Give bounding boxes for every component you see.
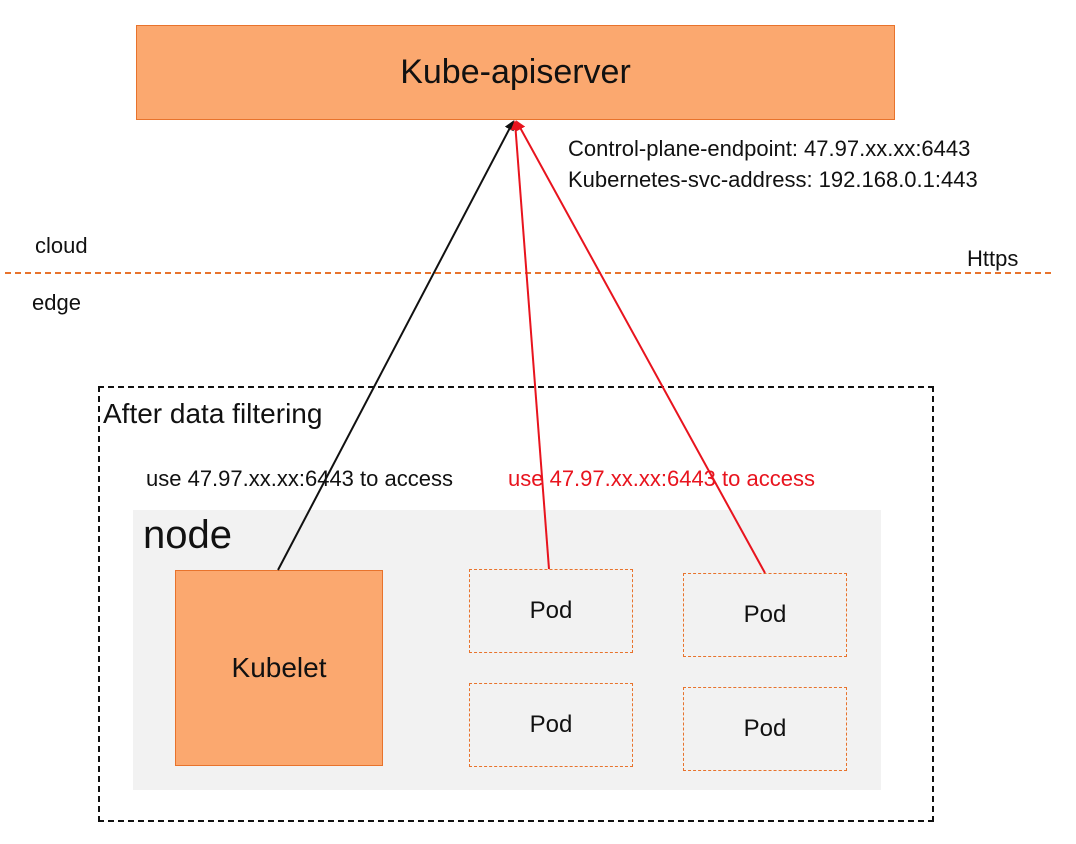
pod-box: Pod xyxy=(683,687,847,771)
kubelet-label: Kubelet xyxy=(231,652,327,683)
pod-access-text: use 47.97.xx.xx:6443 to access xyxy=(508,466,815,491)
pod-box: Pod xyxy=(469,683,633,767)
after-data-filtering-title: After data filtering xyxy=(103,398,323,429)
kubelet-box: Kubelet xyxy=(175,570,383,766)
pod-box: Pod xyxy=(683,573,847,657)
pod-label: Pod xyxy=(529,597,573,624)
cloud-label: cloud xyxy=(35,233,88,258)
pod-label: Pod xyxy=(743,715,787,742)
kubelet-access-text: use 47.97.xx.xx:6443 to access xyxy=(146,466,453,491)
node-label: node xyxy=(143,513,232,557)
pod-label: Pod xyxy=(743,601,787,628)
cloud-edge-divider xyxy=(5,272,1051,274)
pod-box: Pod xyxy=(469,569,633,653)
kube-apiserver-label: Kube-apiserver xyxy=(400,53,631,91)
https-label: Https xyxy=(967,246,1019,271)
kube-apiserver-box: Kube-apiserver xyxy=(136,25,895,120)
control-plane-endpoint-text: Control-plane-endpoint: 47.97.xx.xx:6443 xyxy=(568,136,971,161)
pod-label: Pod xyxy=(529,711,573,738)
edge-label: edge xyxy=(32,290,81,315)
kubernetes-svc-address-text: Kubernetes-svc-address: 192.168.0.1:443 xyxy=(568,167,978,192)
